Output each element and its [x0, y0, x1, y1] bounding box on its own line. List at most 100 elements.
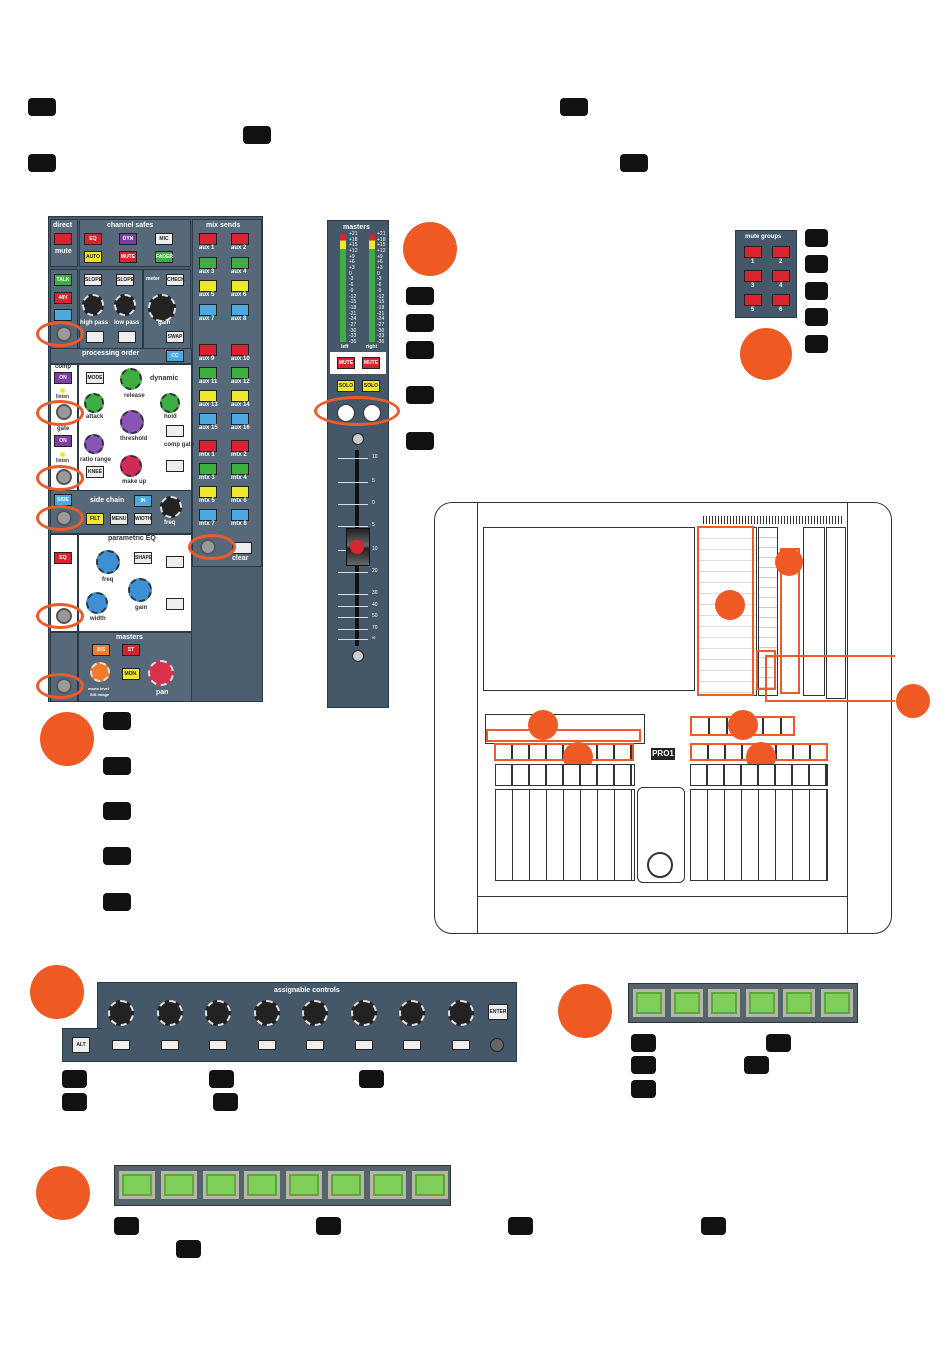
hpf-slope-button[interactable]: SLOPE [84, 274, 102, 286]
matrix-send-button[interactable] [199, 486, 217, 498]
matrix-send-button[interactable] [231, 509, 249, 521]
aux-send-button[interactable] [199, 413, 217, 425]
hpf-in-button[interactable] [86, 331, 104, 343]
side-chain-in-button[interactable]: IN [134, 495, 152, 507]
up-arrow-button[interactable] [166, 425, 184, 437]
aux-send-button[interactable] [231, 390, 249, 402]
mute-group-button[interactable] [744, 270, 762, 282]
swap-button[interactable]: SWAP [166, 331, 184, 343]
assignable-switch[interactable] [112, 1040, 130, 1050]
fader-safe-button[interactable]: FADER [155, 251, 173, 263]
mute-group-button[interactable] [772, 246, 790, 258]
right-mute-button[interactable]: MUTE [362, 357, 380, 369]
assignable-knob[interactable] [302, 1000, 328, 1026]
layer-button[interactable] [708, 989, 740, 1017]
bank-button[interactable] [160, 1171, 197, 1199]
high-pass-knob[interactable] [82, 294, 104, 316]
bank-button[interactable] [202, 1171, 239, 1199]
mute-safe-button[interactable]: MUTE [119, 251, 137, 263]
release-knob[interactable] [120, 368, 142, 390]
shape-button[interactable]: SHAPE [134, 552, 152, 564]
left-solo-button[interactable]: SOLO [337, 380, 355, 392]
aux-send-button[interactable] [231, 413, 249, 425]
sc-freq-knob[interactable] [160, 496, 182, 518]
assignable-knob[interactable] [253, 1000, 280, 1026]
attack-knob[interactable] [84, 393, 104, 413]
assignable-switch[interactable] [306, 1040, 324, 1050]
matrix-send-button[interactable] [231, 486, 249, 498]
aux-send-button[interactable] [231, 304, 249, 316]
knee-button[interactable]: KNEE [86, 466, 104, 478]
lpf-in-button[interactable] [118, 331, 136, 343]
bank-button[interactable] [369, 1171, 406, 1199]
filt-button[interactable]: FILT [86, 513, 104, 525]
assignable-switch[interactable] [257, 1040, 276, 1050]
mode-button[interactable]: MODE [86, 372, 104, 384]
aux-send-button[interactable] [199, 233, 217, 245]
right-solo-button[interactable]: SOLO [362, 380, 380, 392]
talk-button[interactable]: TALK [54, 274, 72, 286]
check-button[interactable]: CHECK [166, 274, 185, 286]
assignable-knob[interactable] [108, 1000, 134, 1026]
make-up-knob[interactable] [120, 455, 142, 477]
aux-send-button[interactable] [199, 304, 217, 316]
assignable-switch[interactable] [403, 1040, 421, 1050]
48v-button[interactable]: 48V [54, 292, 72, 304]
threshold-knob[interactable] [120, 410, 144, 434]
matrix-send-button[interactable] [199, 509, 217, 521]
sc-width-button[interactable]: WIDTH [134, 513, 152, 525]
bank-button[interactable] [244, 1171, 281, 1199]
mic-safe-button[interactable]: MIC [155, 233, 173, 245]
assignable-knob[interactable] [156, 1000, 183, 1026]
ratio-range-knob[interactable] [84, 434, 104, 454]
layer-button[interactable] [633, 989, 665, 1017]
layer-button[interactable] [820, 989, 853, 1017]
aux-send-button[interactable] [231, 367, 249, 379]
layer-button[interactable] [783, 989, 815, 1017]
assignable-knob[interactable] [447, 1000, 474, 1026]
lpf-slope-button[interactable]: SLOPE [116, 274, 134, 286]
aux-send-button[interactable] [231, 280, 249, 292]
layer-button[interactable] [670, 989, 703, 1017]
mute-group-button[interactable] [772, 270, 790, 282]
phase-button[interactable] [54, 309, 72, 321]
aux-send-button[interactable] [199, 280, 217, 292]
assignable-switch[interactable] [209, 1040, 227, 1050]
mon-button[interactable]: MON. [122, 668, 140, 680]
eq-up-button[interactable] [166, 556, 184, 568]
assignable-switch[interactable] [354, 1040, 373, 1050]
matrix-send-button[interactable] [199, 440, 217, 452]
aux-send-button[interactable] [199, 344, 217, 356]
bank-button[interactable] [328, 1171, 364, 1199]
cc-button[interactable]: CC [166, 350, 184, 362]
bank-button[interactable] [411, 1171, 448, 1199]
aux-send-button[interactable] [231, 257, 249, 269]
console-jog-wheel[interactable] [647, 852, 673, 878]
matrix-send-button[interactable] [231, 440, 249, 452]
bank-button[interactable] [119, 1171, 155, 1199]
mute-group-button[interactable] [744, 246, 762, 258]
gate-on-button[interactable]: ON [54, 435, 72, 447]
comp-on-button[interactable]: ON [54, 372, 72, 384]
aux-send-button[interactable] [199, 257, 217, 269]
aux-send-button[interactable] [199, 390, 217, 402]
assignable-knob[interactable] [350, 1000, 377, 1026]
eq-gain-knob[interactable] [128, 578, 152, 602]
eq-freq-knob[interactable] [96, 550, 120, 574]
dyn-safe-button[interactable]: DYN [119, 233, 137, 245]
bank-button[interactable] [286, 1171, 323, 1199]
auto-safe-button[interactable]: AUTO [84, 251, 102, 263]
pan-knob[interactable] [148, 660, 174, 686]
assignable-knob[interactable] [399, 1000, 425, 1026]
aux-send-button[interactable] [231, 344, 249, 356]
gain-knob[interactable] [148, 294, 176, 322]
assignable-switch[interactable] [160, 1040, 179, 1050]
layer-button[interactable] [745, 989, 778, 1017]
eq-safe-button[interactable]: EQ [84, 233, 102, 245]
enter-button[interactable]: ENTER [488, 1004, 508, 1020]
mono-level-knob[interactable] [90, 662, 110, 682]
hold-knob[interactable] [160, 393, 180, 413]
mute-group-button[interactable] [772, 294, 790, 306]
down-arrow-button[interactable] [166, 460, 184, 472]
bs-button[interactable]: B/S [92, 644, 110, 656]
